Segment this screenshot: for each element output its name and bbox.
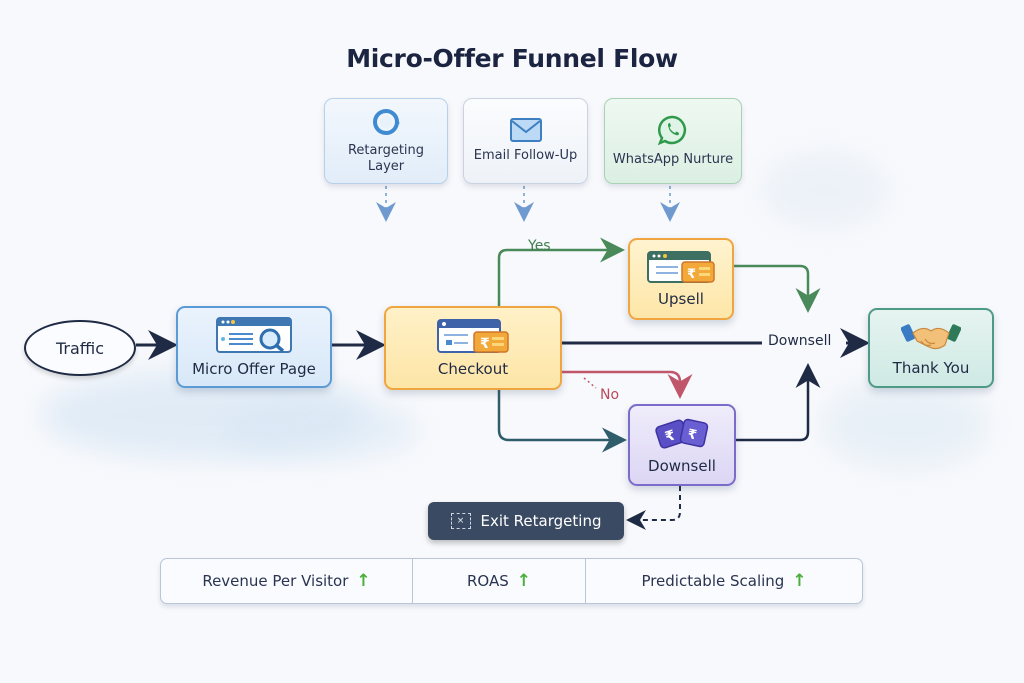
retargeting-layer-label: Retargeting Layer bbox=[347, 143, 425, 174]
metric-roas: ROAS ↑ bbox=[413, 559, 586, 603]
thank-you-label: Thank You bbox=[892, 359, 970, 377]
arrow-up-icon: ↑ bbox=[356, 571, 371, 591]
background-wash bbox=[820, 380, 990, 470]
micro-offer-page-node[interactable]: Micro Offer Page bbox=[176, 306, 332, 388]
web-page-search-icon bbox=[216, 317, 292, 353]
yes-label: Yes bbox=[528, 238, 551, 254]
traffic-node[interactable]: Traffic bbox=[24, 320, 136, 376]
metric-label: Predictable Scaling bbox=[641, 572, 785, 590]
yes-path-arrow bbox=[497, 237, 625, 308]
arrow-up-icon: ↑ bbox=[792, 571, 807, 591]
downsell-to-exit-arrow bbox=[626, 486, 681, 530]
metric-predictable-scaling: Predictable Scaling ↑ bbox=[586, 559, 862, 603]
page-title: Micro-Offer Funnel Flow bbox=[346, 44, 678, 73]
checkout-to-downsell-arrow bbox=[497, 388, 627, 453]
no-path-arrow bbox=[562, 370, 693, 399]
close-icon: × bbox=[450, 513, 471, 529]
checkout-node[interactable]: ₹ Checkout bbox=[384, 306, 562, 390]
metrics-bar: Revenue Per Visitor ↑ ROAS ↑ Predictable… bbox=[160, 558, 863, 604]
downsell-label: Downsell bbox=[648, 457, 716, 475]
handshake-icon bbox=[901, 324, 961, 350]
envelope-icon bbox=[509, 118, 542, 142]
background-wash bbox=[760, 150, 890, 230]
arrow-up-icon: ↑ bbox=[516, 571, 531, 591]
svg-text:₹: ₹ bbox=[686, 427, 698, 444]
downsell-path-label: Downsell bbox=[766, 333, 834, 349]
upsell-payment-icon: ₹ bbox=[647, 251, 715, 283]
refresh-cycle-icon bbox=[373, 109, 400, 135]
email-follow-up-box[interactable]: Email Follow-Up bbox=[463, 98, 588, 184]
micro-offer-page-label: Micro Offer Page bbox=[192, 360, 316, 378]
currency-cards-icon: ₹ ₹ bbox=[655, 418, 709, 449]
svg-text:₹: ₹ bbox=[687, 267, 696, 282]
traffic-label: Traffic bbox=[55, 338, 105, 358]
upsell-node[interactable]: ₹ Upsell bbox=[628, 238, 734, 320]
background-wash bbox=[220, 400, 420, 460]
downsell-node[interactable]: ₹ ₹ Downsell bbox=[628, 404, 736, 486]
email-follow-up-label: Email Follow-Up bbox=[473, 148, 578, 163]
retargeting-layer-box[interactable]: Retargeting Layer bbox=[324, 98, 448, 184]
checkout-payment-icon: ₹ bbox=[437, 319, 509, 353]
whatsapp-nurture-label: WhatsApp Nurture bbox=[612, 152, 734, 167]
no-path-dotted bbox=[583, 377, 597, 389]
checkout-label: Checkout bbox=[437, 360, 509, 378]
whatsapp-icon bbox=[657, 115, 687, 146]
downsell-to-merge-arrow bbox=[736, 363, 821, 442]
metric-revenue-per-visitor: Revenue Per Visitor ↑ bbox=[161, 559, 413, 603]
metric-label: ROAS bbox=[467, 572, 509, 590]
upsell-label: Upsell bbox=[658, 290, 704, 308]
whatsapp-nurture-box[interactable]: WhatsApp Nurture bbox=[604, 98, 742, 184]
upsell-to-merge-arrow bbox=[734, 264, 821, 313]
svg-text:₹: ₹ bbox=[480, 336, 490, 352]
thank-you-node[interactable]: Thank You bbox=[868, 308, 994, 388]
no-label: No bbox=[600, 387, 620, 403]
metric-label: Revenue Per Visitor bbox=[202, 572, 349, 590]
exit-retargeting-label: Exit Retargeting bbox=[480, 512, 602, 530]
exit-retargeting-node[interactable]: × Exit Retargeting bbox=[428, 502, 624, 540]
